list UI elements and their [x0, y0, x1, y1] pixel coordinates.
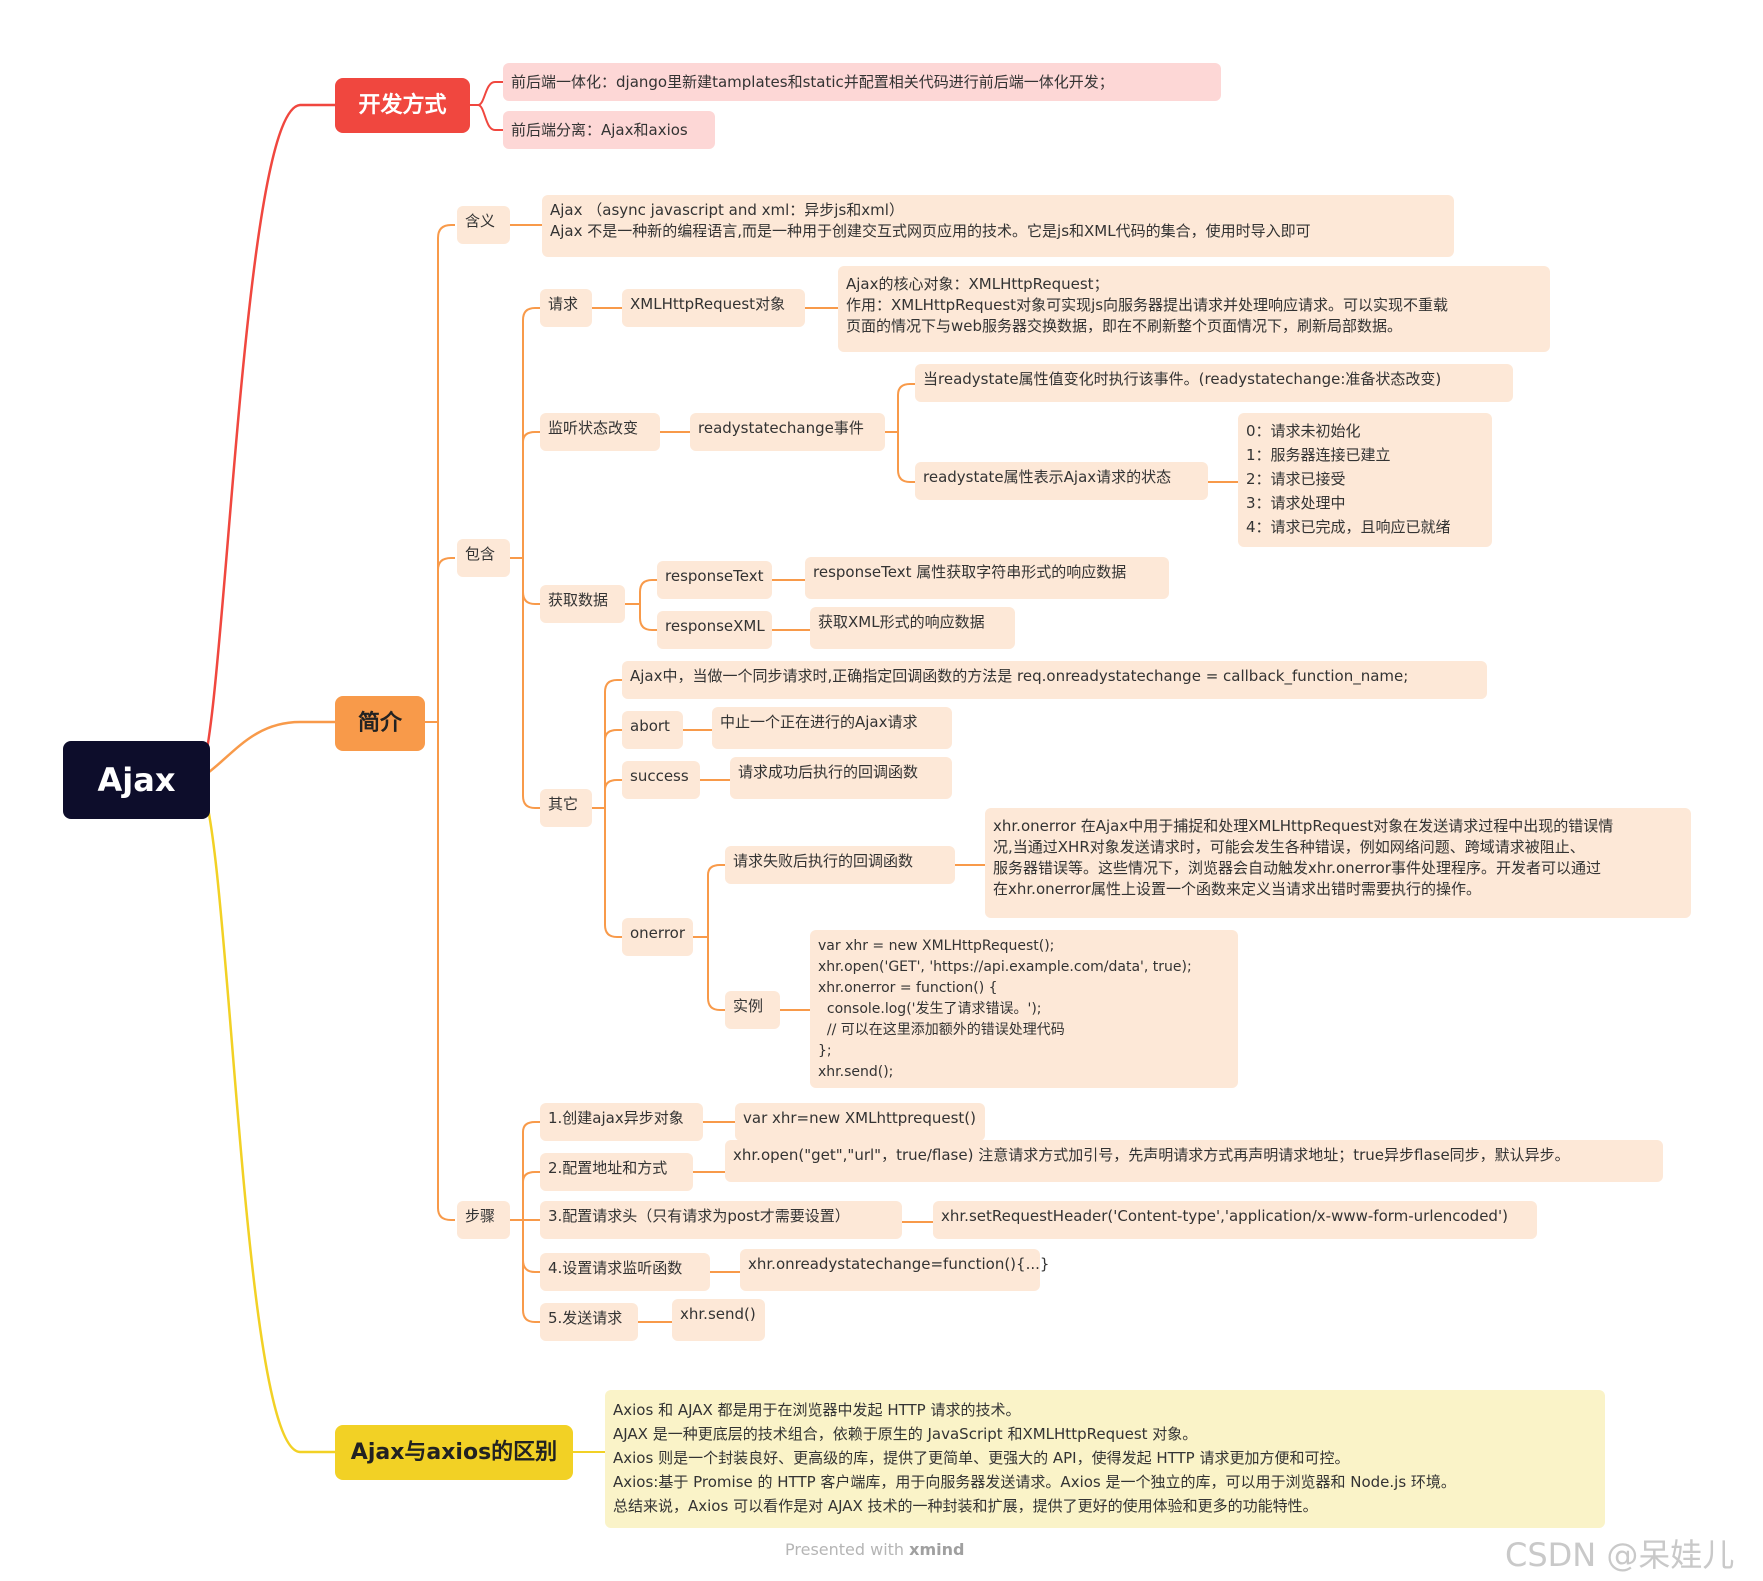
- dev-item-separated[interactable]: 前后端分离：Ajax和axios: [503, 111, 715, 149]
- step-1-code: var xhr=new XMLhttprequest(): [735, 1103, 985, 1141]
- request-label: 请求: [548, 295, 579, 313]
- steps-node[interactable]: 步骤: [457, 1201, 510, 1239]
- diff-label: Ajax与axios的区别: [350, 1440, 558, 1465]
- presented-text: Presented with: [785, 1540, 905, 1559]
- success-node[interactable]: success: [622, 761, 700, 799]
- dev-item-integrated-text: 前后端一体化：django里新建tamplates和static并配置相关代码进…: [511, 72, 1114, 91]
- step-1-node[interactable]: 1.创建ajax异步对象: [540, 1103, 703, 1141]
- step-2-label: 2.配置地址和方式: [548, 1159, 668, 1177]
- step-5-node[interactable]: 5.发送请求: [540, 1303, 638, 1341]
- xhr-object-desc: Ajax的核心对象：XMLHttpRequest； 作用：XMLHttpRequ…: [838, 266, 1550, 352]
- step-4-code-text: xhr.onreadystatechange=function(){...}: [748, 1255, 1050, 1273]
- responsetext-desc-text: responseText 属性获取字符串形式的响应数据: [813, 563, 1127, 581]
- readystatechange-desc: 当readystate属性值变化时执行该事件。(readystatechange…: [915, 364, 1513, 402]
- meaning-label: 含义: [465, 212, 496, 230]
- monitor-node[interactable]: 监听状态改变: [540, 413, 660, 451]
- responsetext-label: responseText: [665, 567, 764, 585]
- presented-with: Presented with xmind: [785, 1540, 964, 1559]
- abort-label: abort: [630, 717, 670, 735]
- abort-desc: 中止一个正在进行的Ajax请求: [712, 707, 952, 749]
- readystate-values: 0：请求未初始化 1：服务器连接已建立 2：请求已接受 3：请求处理中 4：请求…: [1238, 413, 1492, 547]
- intro-label: 简介: [357, 711, 402, 736]
- step-4-node[interactable]: 4.设置请求监听函数: [540, 1253, 710, 1291]
- success-desc: 请求成功后执行的回调函数: [730, 757, 952, 799]
- step-5-code-text: xhr.send(): [680, 1305, 756, 1323]
- steps-label: 步骤: [465, 1207, 496, 1225]
- watermark-text: CSDN @呆娃儿: [1505, 1536, 1735, 1574]
- dev-method-label: 开发方式: [358, 93, 447, 118]
- readystate-node[interactable]: readystate属性表示Ajax请求的状态: [915, 462, 1208, 500]
- diff-node[interactable]: Ajax与axios的区别: [335, 1425, 573, 1480]
- step-3-label: 3.配置请求头（只有请求为post才需要设置）: [548, 1207, 850, 1225]
- onerror-label: onerror: [630, 924, 685, 942]
- onerror-detail: xhr.onerror 在Ajax中用于捕捉和处理XMLHttpRequest对…: [985, 808, 1691, 918]
- abort-desc-text: 中止一个正在进行的Ajax请求: [720, 713, 918, 731]
- step-2-code-text: xhr.open("get","url"，true/flase) 注意请求方式加…: [733, 1146, 1570, 1164]
- onerror-desc-label: 请求失败后执行的回调函数: [733, 852, 914, 870]
- diff-text: Axios 和 AJAX 都是用于在浏览器中发起 HTTP 请求的技术。 AJA…: [605, 1390, 1605, 1528]
- request-node[interactable]: 请求: [540, 289, 592, 327]
- responsexml-desc: 获取XML形式的响应数据: [810, 607, 1015, 649]
- example-node[interactable]: 实例: [725, 991, 780, 1029]
- responsetext-node[interactable]: responseText: [657, 561, 772, 599]
- sync-callback-note: Ajax中，当做一个同步请求时,正确指定回调函数的方法是 req.onready…: [622, 661, 1487, 699]
- step-3-code-text: xhr.setRequestHeader('Content-type','app…: [941, 1207, 1508, 1225]
- responsexml-node[interactable]: responseXML: [657, 611, 772, 649]
- dev-item-separated-text: 前后端分离：Ajax和axios: [511, 120, 688, 139]
- step-5-label: 5.发送请求: [548, 1309, 623, 1327]
- readystatechange-desc-text: 当readystate属性值变化时执行该事件。(readystatechange…: [923, 370, 1442, 388]
- abort-node[interactable]: abort: [622, 711, 683, 749]
- readystatechange-node[interactable]: readystatechange事件: [690, 413, 885, 451]
- onerror-code-example: var xhr = new XMLHttpRequest(); xhr.open…: [810, 930, 1238, 1088]
- other-node[interactable]: 其它: [540, 789, 592, 827]
- monitor-label: 监听状态改变: [548, 419, 639, 437]
- getdata-label: 获取数据: [548, 591, 609, 609]
- dev-method-node[interactable]: 开发方式: [335, 78, 470, 133]
- contains-label: 包含: [465, 545, 496, 563]
- xhr-object-label: XMLHttpRequest对象: [630, 295, 786, 313]
- meaning-node[interactable]: 含义: [457, 206, 510, 244]
- other-label: 其它: [548, 795, 579, 813]
- example-label: 实例: [733, 997, 764, 1015]
- contains-node[interactable]: 包含: [457, 539, 510, 577]
- success-label: success: [630, 767, 689, 785]
- xmind-brand: xmind: [909, 1540, 965, 1559]
- onerror-desc-node[interactable]: 请求失败后执行的回调函数: [725, 846, 955, 884]
- success-desc-text: 请求成功后执行的回调函数: [738, 763, 919, 781]
- responsexml-desc-text: 获取XML形式的响应数据: [818, 613, 985, 631]
- readystatechange-label: readystatechange事件: [698, 419, 864, 437]
- csdn-watermark: CSDN @呆娃儿: [1505, 1530, 1734, 1576]
- onerror-node[interactable]: onerror: [622, 918, 693, 956]
- responsexml-label: responseXML: [665, 617, 765, 635]
- step-4-label: 4.设置请求监听函数: [548, 1259, 683, 1277]
- meaning-text: Ajax （async javascript and xml：异步js和xml）…: [542, 195, 1454, 257]
- step-2-code: xhr.open("get","url"，true/flase) 注意请求方式加…: [725, 1140, 1663, 1182]
- getdata-node[interactable]: 获取数据: [540, 585, 625, 623]
- step-2-node[interactable]: 2.配置地址和方式: [540, 1153, 693, 1191]
- intro-node[interactable]: 简介: [335, 696, 425, 751]
- step-3-code: xhr.setRequestHeader('Content-type','app…: [933, 1201, 1537, 1239]
- root-node[interactable]: Ajax: [63, 741, 210, 819]
- dev-item-integrated[interactable]: 前后端一体化：django里新建tamplates和static并配置相关代码进…: [503, 63, 1221, 101]
- step-1-code-text: var xhr=new XMLhttprequest(): [743, 1109, 976, 1127]
- step-1-label: 1.创建ajax异步对象: [548, 1109, 684, 1127]
- step-3-node[interactable]: 3.配置请求头（只有请求为post才需要设置）: [540, 1201, 902, 1239]
- responsetext-desc: responseText 属性获取字符串形式的响应数据: [805, 557, 1169, 599]
- step-4-code: xhr.onreadystatechange=function(){...}: [740, 1249, 1049, 1291]
- root-label: Ajax: [97, 760, 176, 799]
- step-5-code: xhr.send(): [672, 1299, 765, 1341]
- xhr-object-node[interactable]: XMLHttpRequest对象: [622, 289, 805, 327]
- sync-callback-text: Ajax中，当做一个同步请求时,正确指定回调函数的方法是 req.onready…: [630, 667, 1409, 685]
- readystate-label: readystate属性表示Ajax请求的状态: [923, 468, 1172, 486]
